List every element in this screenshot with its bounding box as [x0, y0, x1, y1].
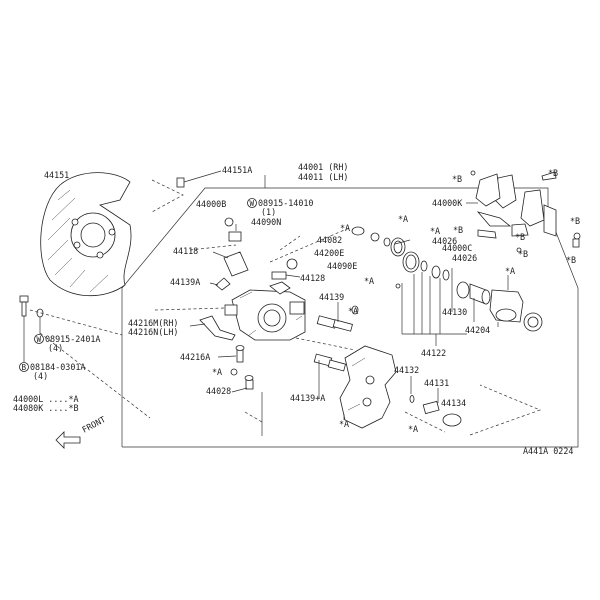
label-44026-a: 44026 [432, 236, 457, 246]
labels: 44151 44151A 44001 (RH) 44011 (LH) 44000… [13, 162, 580, 456]
label-44200e: 44200E [314, 248, 344, 258]
mark-b-2: *B [548, 168, 558, 178]
circle-w-letter: W [250, 199, 255, 208]
label-44216a: 44216A [180, 352, 210, 362]
mark-a-2: *A [364, 276, 374, 286]
mark-a-7: *A [212, 367, 222, 377]
dust-shield [40, 172, 132, 297]
bracket-44216 [189, 315, 236, 341]
mark-a-5: *A [505, 266, 515, 276]
label-44130: 44130 [442, 307, 467, 317]
mark-a-3: *A [398, 214, 408, 224]
label-44134: 44134 [441, 398, 466, 408]
right-leaders [394, 239, 509, 346]
bolt-left [19, 295, 123, 362]
small-ring-a [230, 368, 238, 376]
label-44131: 44131 [424, 378, 449, 388]
circle-w-icon-2 [34, 334, 44, 344]
label-44026-b: 44026 [452, 253, 477, 263]
guide-lines [39, 175, 356, 423]
mark-a-9: *A [408, 424, 418, 434]
label-44216n: 44216N(LH) [128, 327, 178, 337]
label-44118: 44118 [173, 246, 198, 256]
mark-b-1: *B [452, 174, 462, 184]
piston-44130 [456, 281, 491, 305]
circle-b-icon [19, 362, 29, 372]
front-arrow-icon [55, 431, 81, 449]
label-44122: 44122 [421, 348, 446, 358]
caliper-body [224, 281, 306, 341]
bleeder-group [404, 376, 541, 436]
mark-b-6: *B [518, 249, 528, 259]
label-44000b: 44000B [196, 199, 226, 209]
label-44132: 44132 [394, 365, 419, 375]
circle-w-icon [247, 198, 257, 208]
circle-b-letter: B [22, 363, 27, 372]
label-44000k: 44000K [432, 198, 463, 208]
hose-bracket [209, 217, 249, 291]
legend-44000l: 44000L ....*A [13, 394, 79, 404]
label-44204: 44204 [465, 325, 490, 335]
label-44090n: 44090N [251, 217, 281, 227]
label-08915-14010-qty: (1) [261, 207, 276, 217]
label-08184-0301a-qty: (4) [33, 371, 48, 381]
piston-44204 [489, 289, 543, 332]
label-44139-plus-a: 44139+A [290, 393, 325, 403]
bleeder-44216a [217, 345, 245, 363]
part-44028 [231, 375, 263, 436]
label-44000c: 44000C [442, 243, 472, 253]
label-44128: 44128 [300, 273, 325, 283]
label-44151a: 44151A [222, 165, 252, 175]
label-08915-2401a: 08915-2401A [45, 334, 100, 344]
slide-pin-44139 [316, 302, 359, 332]
label-08915-14010: 08915-14010 [258, 198, 313, 208]
label-44139a: 44139A [170, 277, 200, 287]
label-44151: 44151 [44, 170, 69, 180]
brake-pads [466, 170, 581, 253]
label-44011: 44011 (LH) [298, 172, 348, 182]
mark-a-6: *A [348, 306, 358, 316]
washer-44082 [269, 226, 391, 263]
mark-b-5: *B [515, 232, 525, 242]
diagram-code: A441A 0224 [523, 446, 573, 456]
fitting-44128 [271, 258, 301, 280]
circle-w-letter-2: W [37, 335, 42, 344]
mark-a-1: *A [340, 223, 350, 233]
bolt-44151a [151, 170, 222, 213]
label-44082: 44082 [317, 235, 342, 245]
label-44216m: 44216M(RH) [128, 318, 178, 328]
mark-a-4: *A [430, 226, 440, 236]
label-44090e: 44090E [327, 261, 357, 271]
label-08915-2401a-qty: (4) [48, 343, 63, 353]
label-44001: 44001 (RH) [298, 162, 348, 172]
legend-44080k: 44080K ....*B [13, 403, 79, 413]
label-front: FRONT [80, 414, 107, 435]
mark-b-4: *B [453, 225, 463, 235]
mark-b-7: *B [566, 255, 576, 265]
support-bracket [339, 345, 397, 429]
slide-pin-44139a [313, 353, 346, 398]
mark-b-3: *B [570, 216, 580, 226]
label-44139: 44139 [319, 292, 344, 302]
label-08184-0301a: 08184-0301A [30, 362, 85, 372]
label-44028: 44028 [206, 386, 231, 396]
mark-a-8: *A [339, 419, 349, 429]
